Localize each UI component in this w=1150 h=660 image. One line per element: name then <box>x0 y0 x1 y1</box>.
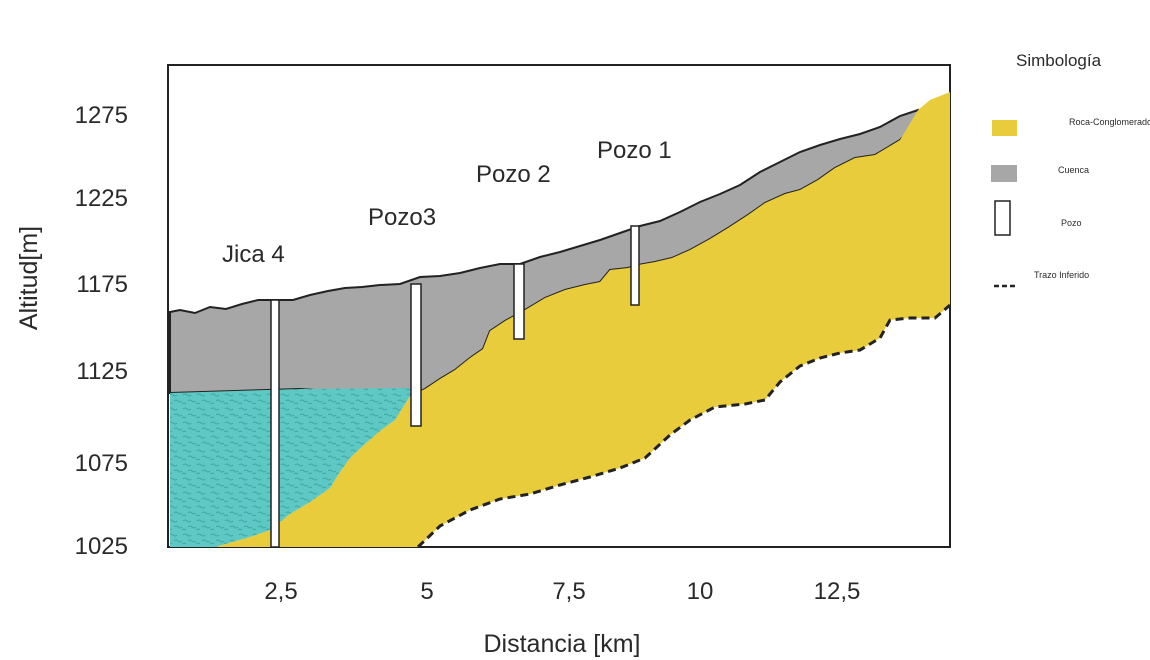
x-tick-label: 12,5 <box>814 578 861 605</box>
well-label-pozo-3: Pozo3 <box>368 204 436 231</box>
well-label-pozo-2: Pozo 2 <box>476 161 551 188</box>
legend-swatch-rock <box>992 120 1017 136</box>
x-tick-label: 10 <box>687 578 714 605</box>
y-tick-label: 1175 <box>76 271 128 298</box>
legend-label-basin: Cuenca <box>1058 165 1089 175</box>
rock-layer <box>215 92 950 547</box>
y-tick-label: 1125 <box>76 358 128 385</box>
y-tick-label: 1075 <box>75 450 128 477</box>
y-tick-label: 1275 <box>75 102 128 129</box>
y-tick-label: 1225 <box>75 185 128 212</box>
x-tick-label: 7,5 <box>552 578 585 605</box>
legend-label-inferred: Trazo Inferido <box>1034 270 1089 280</box>
well-pozo-1 <box>630 225 640 306</box>
x-tick-label: 5 <box>420 578 433 605</box>
x-tick-label: 2,5 <box>264 578 297 605</box>
well-label-jica-4: Jica 4 <box>222 241 285 268</box>
legend-label-rock: Roca-Conglomerado <box>1069 117 1150 127</box>
y-tick-label: 1025 <box>75 533 128 560</box>
y-axis-label: Altitud[m] <box>15 226 43 330</box>
well-pozo-2 <box>513 263 525 340</box>
legend-swatch-basin <box>991 165 1017 182</box>
well-jica-4 <box>270 299 280 548</box>
inferred-trace <box>416 303 951 549</box>
legend-swatch-well <box>994 200 1011 236</box>
aquifer-zone <box>170 388 410 547</box>
legend-label-well: Pozo <box>1061 218 1082 228</box>
well-label-pozo-1: Pozo 1 <box>597 137 672 164</box>
legend-title: Simbología <box>1016 51 1102 70</box>
x-axis-label: Distancia [km] <box>484 630 641 658</box>
well-pozo-3 <box>410 283 422 427</box>
